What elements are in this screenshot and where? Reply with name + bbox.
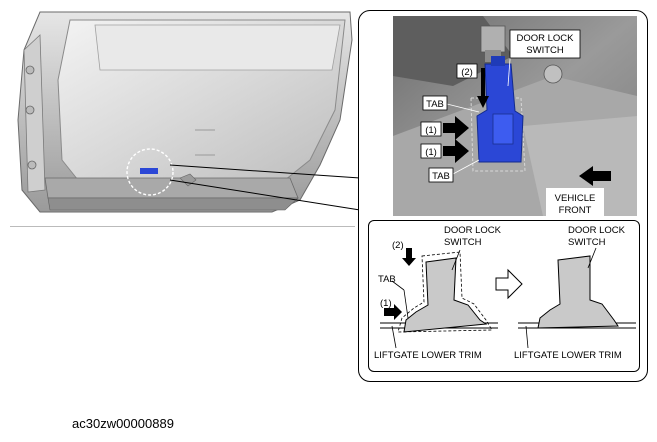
before-trim-label: LIFTGATE LOWER TRIM — [374, 350, 482, 361]
detail-circle — [126, 148, 174, 196]
vehicle-front-arrow-icon — [579, 166, 611, 186]
after-switch-label-1: DOOR LOCK — [568, 225, 626, 236]
press-arrow-lower-icon — [443, 139, 469, 163]
photo-step-1-lower-label: (1) — [425, 147, 437, 158]
after-trim-label: LIFTGATE LOWER TRIM — [514, 350, 622, 361]
after-switch-label-2: SWITCH — [568, 237, 606, 248]
section-divider — [10, 226, 355, 227]
door-lock-switch-location — [140, 168, 158, 174]
before-step-2-label: (2) — [392, 240, 404, 251]
photo-switch-label-1: DOOR LOCK — [516, 33, 574, 44]
liftgate-illustration — [17, 11, 353, 213]
push-down-arrow-icon — [477, 68, 489, 108]
vehicle-front-line-1: VEHICLE — [555, 193, 596, 204]
figure-reference-code: ac30zw00000889 — [72, 416, 174, 431]
before-switch-label-1: DOOR LOCK — [444, 225, 502, 236]
before-switch-label-2: SWITCH — [444, 237, 482, 248]
schematic-frame — [368, 220, 640, 372]
vehicle-front-line-2: FRONT — [559, 205, 592, 216]
press-arrow-upper-icon — [443, 116, 469, 140]
before-step-1-label: (1) — [380, 298, 392, 309]
schematic-diagram: DOOR LOCK SWITCH (2) TAB (1) LIFTGATE LO… — [374, 225, 636, 361]
photo-switch-label-2: SWITCH — [526, 45, 564, 56]
switch-photo-detail: DOOR LOCK SWITCH TAB TAB (2) (1) (1) — [393, 16, 637, 216]
after-switch-shape — [537, 255, 619, 329]
photo-step-2-label: (2) — [461, 67, 473, 78]
before-switch-shape — [403, 257, 488, 333]
photo-tab-lower-label: TAB — [432, 171, 450, 182]
schematic-press-arrow-icon — [384, 304, 402, 320]
vehicle-front-label: VEHICLE FRONT — [546, 188, 604, 218]
photo-tab-upper-label: TAB — [426, 99, 444, 110]
transition-arrow-icon — [495, 268, 523, 300]
before-tab-label: TAB — [378, 274, 396, 285]
photo-step-1-upper-label: (1) — [425, 125, 437, 136]
schematic-push-down-arrow-icon — [402, 248, 416, 266]
